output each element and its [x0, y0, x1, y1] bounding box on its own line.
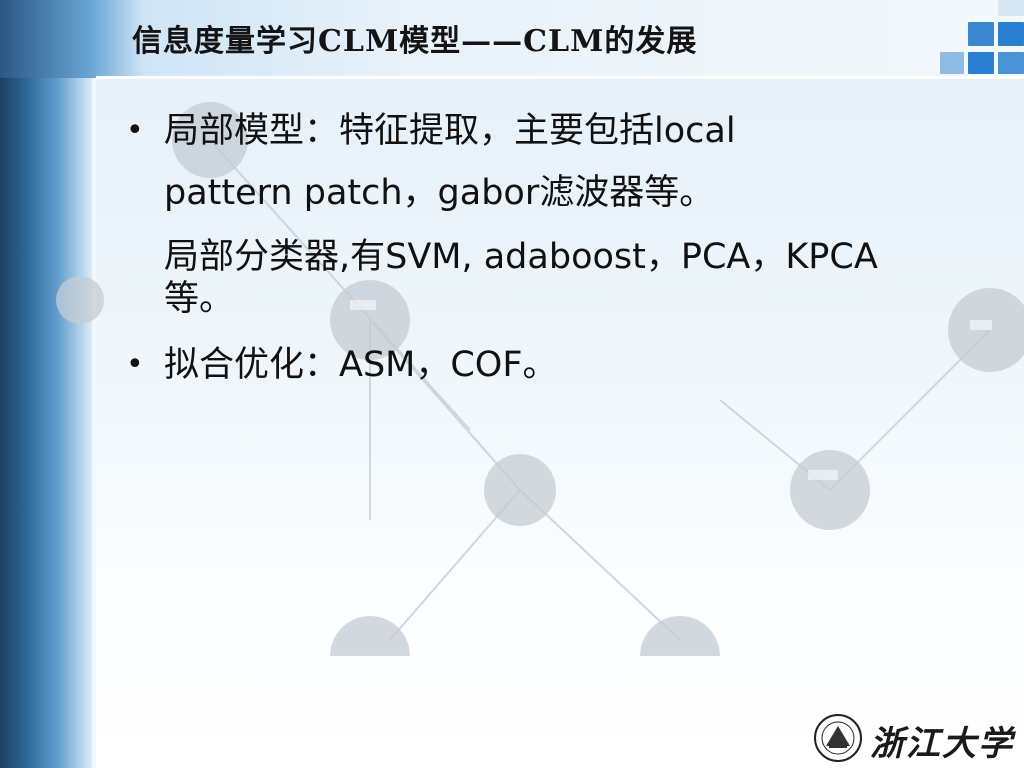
- slide-content: • 局部模型：特征提取，主要包括local pattern patch，gabo…: [126, 100, 996, 396]
- bullet-text: 拟合优化：ASM，COF。: [164, 345, 558, 385]
- title-divider: [96, 76, 1024, 79]
- side-band: [0, 0, 92, 768]
- bullet-item: • 拟合优化：ASM，COF。: [126, 334, 996, 396]
- bullet-dot: •: [126, 347, 144, 382]
- bullet-continuation: 等。: [164, 279, 235, 319]
- logo-text: 浙江大学: [870, 724, 1014, 764]
- bullet-continuation: pattern patch，gabor滤波器等。: [164, 173, 715, 213]
- title-band: [0, 0, 1024, 78]
- bullet-continuation: 局部分类器,有SVM, adaboost，PCA，KPCA: [164, 237, 878, 277]
- side-divider: [92, 0, 96, 768]
- slide-title: 信息度量学习CLM模型——CLM的发展: [132, 24, 698, 59]
- bullet-text: 局部模型：特征提取，主要包括local: [164, 111, 736, 151]
- university-logo: 浙江大学: [812, 712, 1012, 764]
- bullet-dot: •: [126, 113, 144, 148]
- university-seal-icon: [814, 714, 862, 762]
- bullet-item: • 局部模型：特征提取，主要包括local: [126, 100, 996, 162]
